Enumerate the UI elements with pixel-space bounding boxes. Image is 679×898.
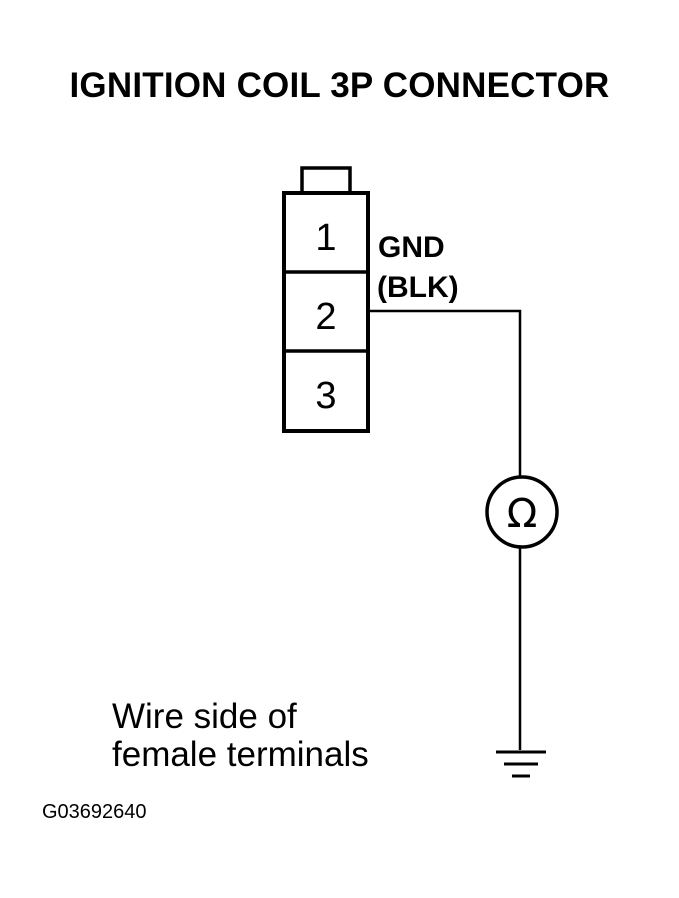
pin-1-label: 1 bbox=[315, 217, 336, 259]
ground-symbol-icon bbox=[496, 750, 546, 778]
figure-code: G03692640 bbox=[42, 801, 147, 823]
note-line-2: female terminals bbox=[112, 735, 369, 774]
wire-side-note: Wire side of female terminals bbox=[112, 698, 369, 774]
gnd-wire bbox=[368, 309, 522, 477]
ohmmeter-icon: Ω bbox=[485, 475, 559, 549]
page-title: IGNITION COIL 3P CONNECTOR bbox=[69, 66, 610, 105]
note-line-1: Wire side of bbox=[112, 697, 297, 736]
connector-latch bbox=[300, 166, 352, 195]
pin-3-label: 3 bbox=[315, 375, 336, 417]
wire-label-gnd: GND bbox=[378, 231, 445, 264]
ohm-symbol: Ω bbox=[507, 491, 538, 537]
pin-2-label: 2 bbox=[315, 296, 336, 338]
wire-label-color: (BLK) bbox=[377, 271, 459, 304]
